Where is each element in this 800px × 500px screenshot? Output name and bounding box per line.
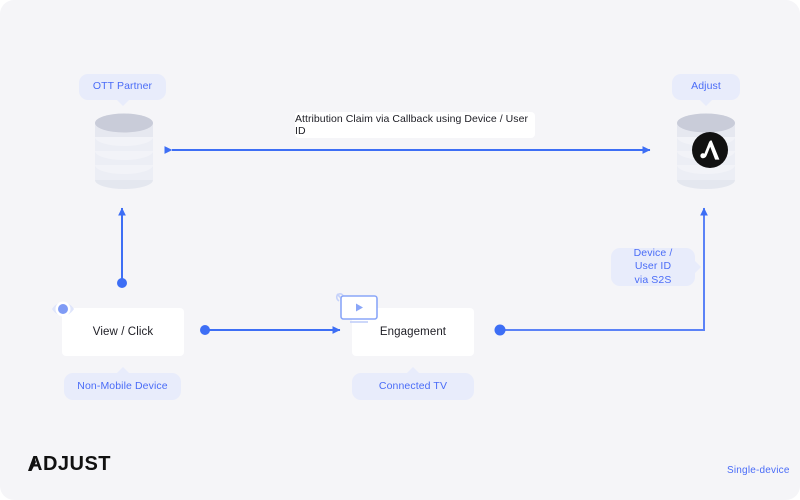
adjust-label-pill: Adjust	[672, 74, 740, 100]
s2s-label-line2: via S2S	[634, 273, 672, 286]
connected-tv-pill: Connected TV	[352, 373, 474, 400]
view-click-box[interactable]: View / Click	[62, 308, 184, 356]
attribution-claim-banner: Attribution Claim via Callback using Dev…	[295, 112, 535, 138]
connected-tv-label: Connected TV	[378, 379, 448, 392]
non-mobile-device-pill: Non-Mobile Device	[64, 373, 181, 400]
s2s-label-line1: Device / User ID	[633, 247, 673, 273]
footer-note: Single-device	[727, 465, 790, 476]
edge-viewclick-to-engagement	[200, 325, 341, 335]
eye-icon	[52, 301, 74, 317]
adjust-wordmark-text: ADJUST	[28, 453, 111, 475]
footer-note-text: Single-device	[727, 465, 790, 476]
adjust-logo-icon	[692, 132, 728, 168]
edge-engagement-to-adjust	[494, 207, 708, 336]
adjust-label: Adjust	[691, 80, 721, 93]
view-click-label: View / Click	[92, 326, 154, 338]
adjust-wordmark-logo: ADJUST	[28, 453, 111, 475]
s2s-pill: Device / User ID via S2S	[611, 247, 695, 286]
non-mobile-device-label: Non-Mobile Device	[77, 379, 168, 392]
connected-tv-icon	[335, 293, 378, 323]
ott-partner-label: OTT Partner	[92, 80, 153, 93]
ott-partner-label-pill: OTT Partner	[79, 74, 166, 100]
attribution-claim-text: Attribution Claim via Callback using Dev…	[295, 113, 529, 137]
edge-viewclick-to-ott	[117, 207, 127, 288]
ott-partner-database-icon	[95, 113, 153, 189]
engagement-label: Engagement	[379, 326, 447, 338]
